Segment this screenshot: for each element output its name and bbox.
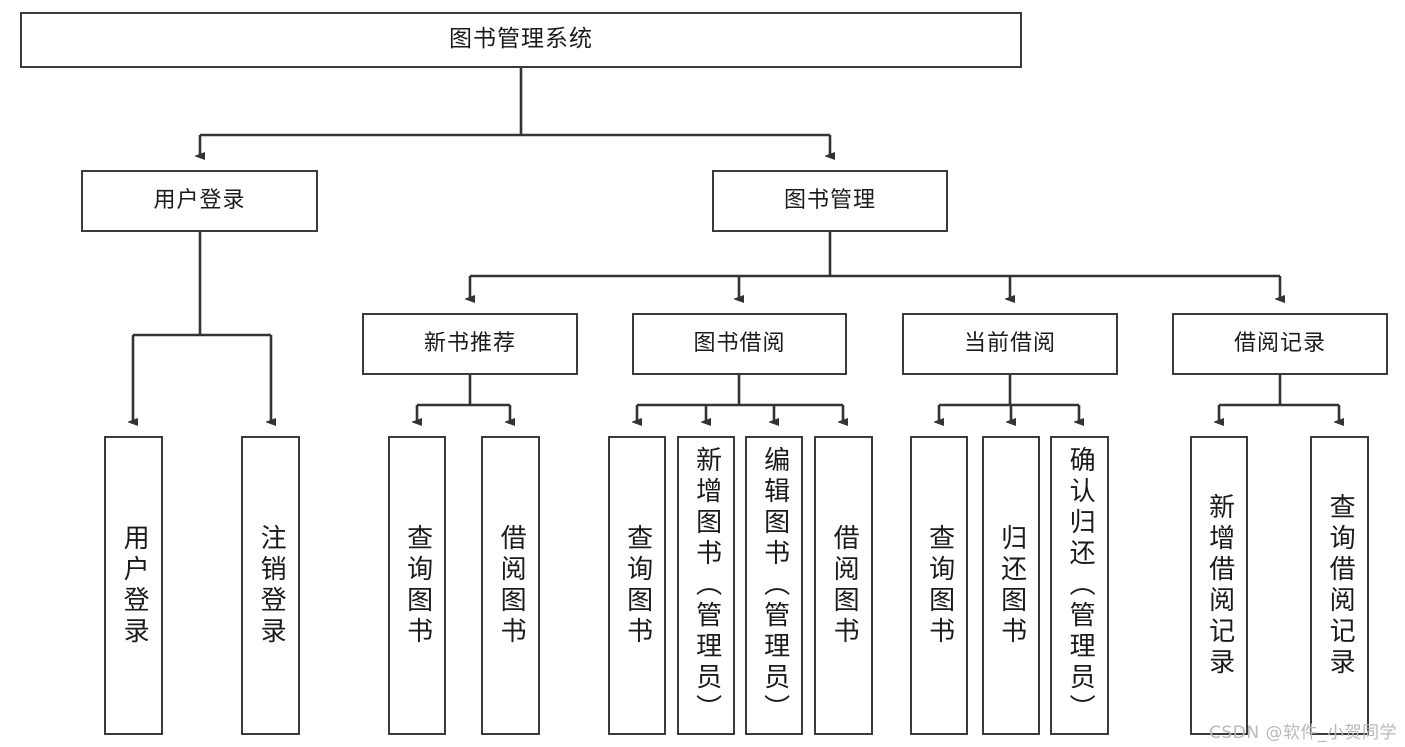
leaf-node[interactable]: 用户登录 (104, 436, 163, 735)
node-label: 当前借阅 (963, 331, 1056, 357)
leaf-node[interactable]: 查询图书 (388, 436, 446, 735)
node-user-login[interactable]: 用户登录 (81, 170, 318, 232)
node-label: 借阅图书 (496, 523, 527, 648)
node-label: 注销登录 (256, 523, 287, 648)
node-label: 确认归还（管理员） (1065, 446, 1096, 725)
leaf-node[interactable]: 查询图书 (910, 436, 968, 735)
node-label: 新书推荐 (423, 331, 516, 357)
leaf-node[interactable]: 借阅图书 (814, 436, 873, 735)
node-label: 查询图书 (402, 523, 433, 648)
node-label: 用户登录 (153, 188, 246, 214)
node-label: 图书管理 (783, 188, 876, 214)
node-label: 借阅记录 (1233, 331, 1326, 357)
node-label: 查询图书 (924, 523, 955, 648)
leaf-node[interactable]: 借阅图书 (481, 436, 540, 735)
leaf-node[interactable]: 归还图书 (982, 436, 1040, 735)
leaf-node[interactable]: 查询图书 (608, 436, 666, 735)
leaf-node[interactable]: 编辑图书（管理员） (745, 436, 803, 735)
node-new-book-recommend[interactable]: 新书推荐 (362, 313, 578, 375)
node-label: 新增图书（管理员） (691, 446, 722, 725)
node-label: 归还图书 (996, 523, 1027, 648)
node-label: 用户登录 (119, 523, 150, 648)
node-label: 图书管理系统 (449, 26, 593, 53)
node-label: 编辑图书（管理员） (759, 446, 790, 725)
node-book-management[interactable]: 图书管理 (712, 170, 948, 232)
node-label: 新增借阅记录 (1204, 492, 1235, 679)
node-borrow-record[interactable]: 借阅记录 (1172, 313, 1388, 375)
node-book-borrow[interactable]: 图书借阅 (632, 313, 847, 375)
node-label: 图书借阅 (693, 331, 786, 357)
leaf-node[interactable]: 查询借阅记录 (1310, 436, 1369, 735)
node-label: 查询图书 (622, 523, 653, 648)
node-root-system[interactable]: 图书管理系统 (20, 12, 1022, 68)
node-label: 借阅图书 (829, 523, 860, 648)
node-label: 查询借阅记录 (1325, 492, 1356, 679)
leaf-node[interactable]: 新增借阅记录 (1190, 436, 1248, 735)
csdn-watermark: CSDN @软件_小贺同学 (1209, 723, 1397, 743)
leaf-node[interactable]: 新增图书（管理员） (677, 436, 735, 735)
node-current-borrow[interactable]: 当前借阅 (902, 313, 1118, 375)
leaf-node[interactable]: 注销登录 (241, 436, 300, 735)
leaf-node[interactable]: 确认归还（管理员） (1050, 436, 1109, 735)
